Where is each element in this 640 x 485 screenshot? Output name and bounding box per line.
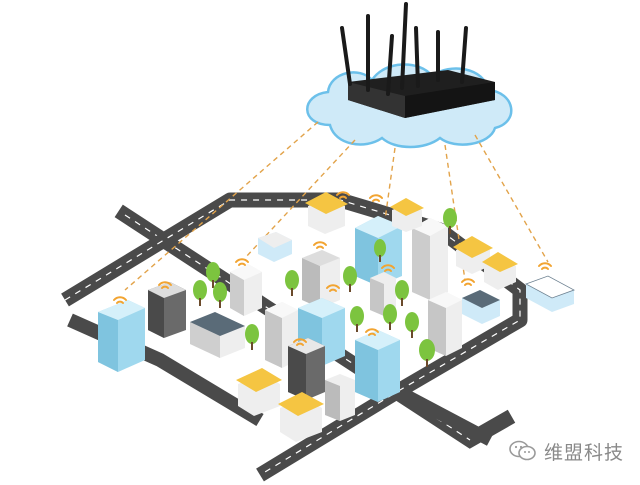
wifi-icon: [313, 241, 327, 249]
router-icon: [340, 2, 495, 118]
wifi-icon: [158, 281, 172, 289]
wifi-symbols: [113, 191, 552, 346]
building-icon: [148, 282, 186, 338]
building-icon: [98, 300, 145, 372]
trees: [193, 208, 457, 367]
house-icon: [525, 275, 575, 312]
house-icon: [453, 236, 493, 274]
signal-line-5: [474, 134, 549, 263]
building-icon: [412, 218, 448, 300]
house-icon: [278, 392, 324, 442]
tree-icon: [206, 262, 220, 288]
house-icon: [390, 198, 424, 232]
wifi-icon: [293, 338, 307, 346]
tree-icon: [443, 208, 457, 234]
tree-icon: [343, 266, 357, 292]
watermark-text: 维盟科技: [543, 441, 624, 464]
house-icon: [462, 290, 500, 324]
tree-icon: [419, 339, 435, 367]
wifi-icon: [235, 258, 249, 266]
tree-icon: [193, 280, 207, 306]
building-icon: [190, 312, 245, 358]
wifi-icon: [461, 278, 475, 286]
road-east-loop: [401, 389, 494, 446]
house-icon: [258, 232, 292, 262]
building-icon: [325, 374, 355, 421]
tree-icon: [245, 324, 259, 350]
building-icon: [288, 338, 325, 400]
house-icon: [236, 368, 282, 416]
wifi-icon: [369, 194, 383, 202]
building-icon: [428, 292, 462, 356]
tree-icon: [374, 239, 386, 262]
signal-line-1: [124, 121, 319, 291]
tree-icon: [350, 306, 364, 332]
tree-icon: [383, 304, 397, 330]
wifi-icon: [336, 191, 350, 199]
building-icon: [355, 330, 400, 402]
tree-icon: [285, 270, 299, 296]
building-icon: [230, 264, 262, 316]
house-icon: [482, 252, 518, 290]
building-icon: [355, 216, 402, 286]
wechat-icon: [509, 440, 536, 461]
house-icon: [305, 192, 348, 234]
wifi-icon: [381, 264, 395, 272]
signal-line-4: [444, 144, 466, 281]
houses: [236, 192, 575, 442]
wifi-icon: [326, 284, 340, 292]
router-cloud-group: [306, 2, 513, 149]
watermark: 维盟科技: [508, 434, 624, 468]
wifi-icon: [538, 262, 552, 270]
tree-icon: [395, 280, 409, 306]
city-buildings: [98, 216, 462, 421]
tree-icon: [405, 312, 419, 338]
wifi-icon: [113, 296, 127, 304]
tree-icon: [213, 282, 227, 308]
wifi-icon: [365, 328, 379, 336]
building-icon: [302, 250, 340, 308]
